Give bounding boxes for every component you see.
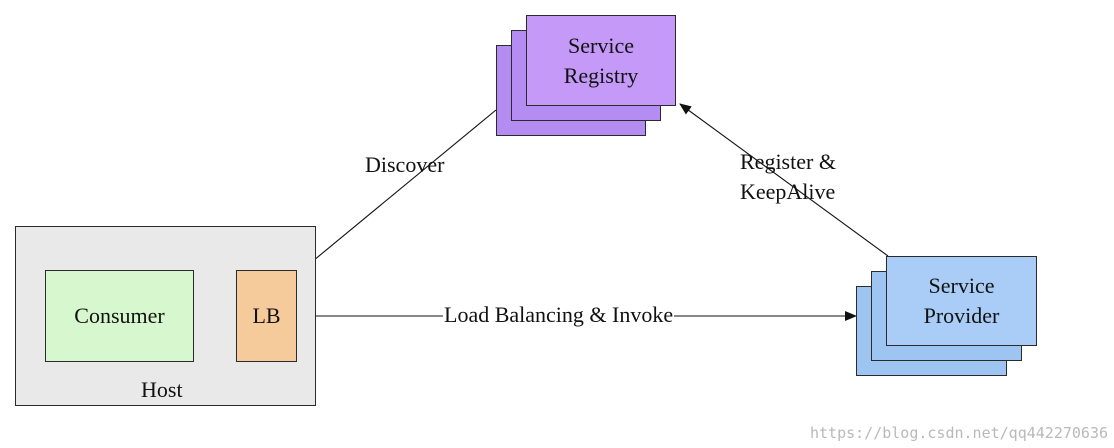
register-arrow [679, 103, 889, 257]
consumer-box: Consumer [45, 270, 194, 362]
service-provider-box: Service Provider [886, 256, 1037, 346]
lb-label: LB [252, 303, 281, 328]
provider-line-2: Provider [923, 303, 1000, 328]
service-registry-box: Service Registry [526, 15, 676, 106]
discover-arrow [301, 109, 497, 271]
watermark-url: https://blog.csdn.net/qq442270636 [809, 424, 1108, 442]
host-label: Host [141, 377, 183, 402]
discover-label: Discover [365, 152, 445, 177]
registry-line-1: Service [568, 32, 634, 58]
register-label-line-2: KeepAlive [740, 179, 836, 204]
consumer-label: Consumer [74, 303, 165, 328]
register-label-line-1: Register & [740, 149, 836, 174]
lb-box: LB [236, 270, 297, 362]
invoke-label: Load Balancing & Invoke [443, 301, 675, 329]
provider-line-1: Service [928, 273, 995, 298]
registry-line-2: Registry [563, 62, 639, 88]
